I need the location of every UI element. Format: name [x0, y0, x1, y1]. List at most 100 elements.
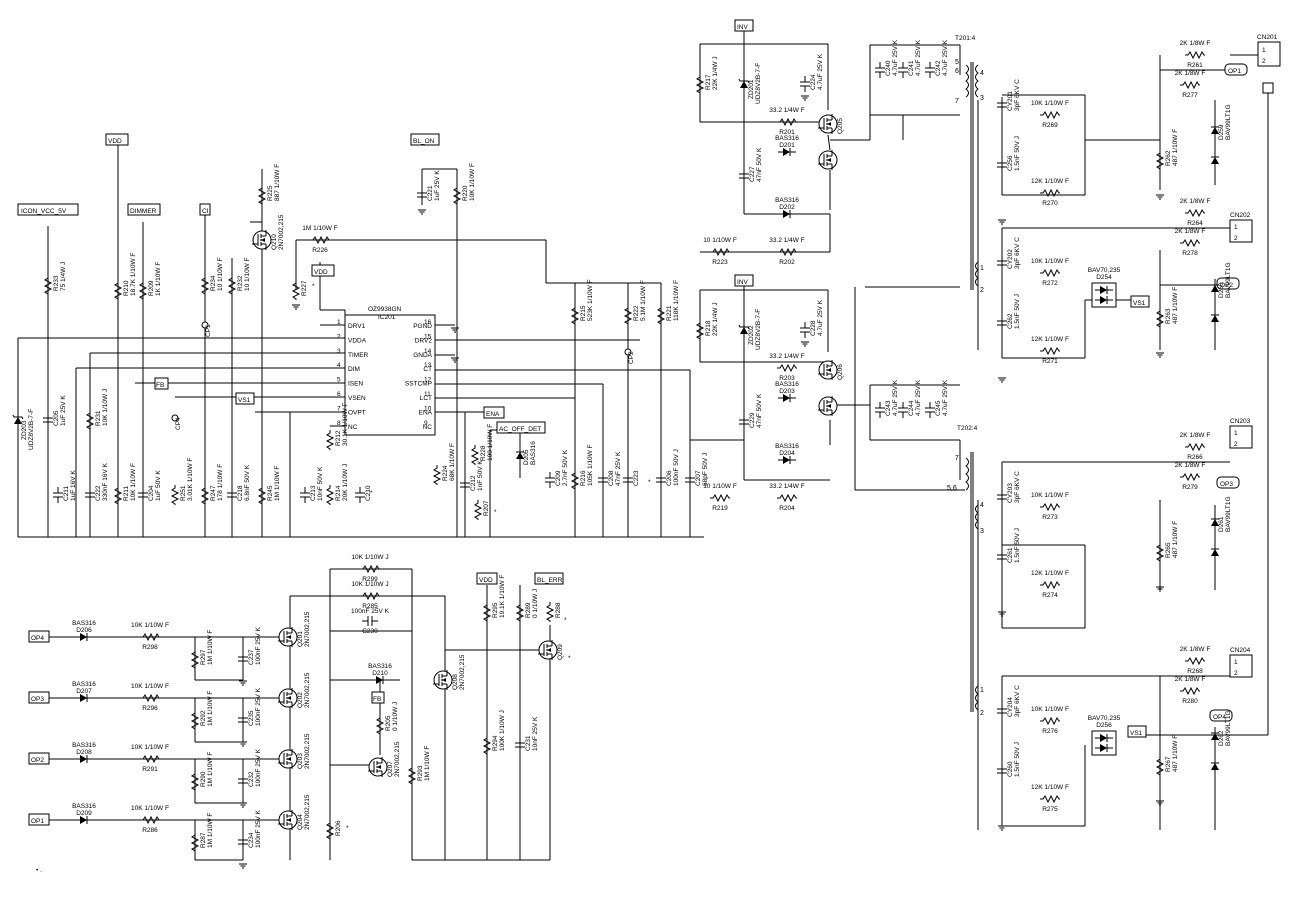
- capacitor-c237-value: 100nF 25V K: [255, 626, 262, 665]
- capacitor-c229-ref: C229: [749, 412, 756, 428]
- resistor-r211-value: 10K 1/10W F: [130, 463, 137, 501]
- zd201-value: UDZ8V2B-7-F: [755, 63, 762, 104]
- ground-gnda: [450, 357, 460, 363]
- resistor-r276: [1039, 717, 1061, 725]
- resistor-r225-ref: R225: [267, 185, 274, 201]
- resistor-r219-ref: R219: [712, 505, 728, 512]
- resistor-r277-value: 2K 1/8W F: [1175, 70, 1206, 77]
- diode-d260-b: [1210, 308, 1220, 328]
- resistor-r218-value: 22K 1/4W J: [712, 302, 719, 336]
- resistor-r271-value: 12K 1/10W F: [1031, 336, 1069, 343]
- resistor-r264-ref: R264: [1187, 220, 1203, 227]
- svg-text:1: 1: [1234, 430, 1238, 437]
- t201-label: T201:4: [955, 35, 976, 42]
- resistor-r276-value: 10K 1/10W F: [1031, 706, 1069, 713]
- star-r288: *: [564, 617, 567, 624]
- resistor-r218-ref: R218: [705, 320, 712, 336]
- capacitor-c241-ref: C241: [908, 60, 915, 76]
- capacitor-c241: [897, 61, 909, 79]
- diode-d260-value: BAV99LT1G: [1225, 262, 1232, 298]
- cn202-label: CN202: [1230, 212, 1251, 219]
- resistor-r266-ref: R266: [1187, 454, 1203, 461]
- resistor-r263-value: 487 1/10W F: [1172, 287, 1179, 324]
- resistor-r210-value: 18.7K 1/10W F: [130, 253, 137, 296]
- mosfet-q209: [537, 639, 558, 661]
- net-bl-on: BL_ON: [413, 138, 435, 145]
- star-r206: *: [346, 825, 349, 832]
- net-vdd-1: VDD: [108, 138, 122, 145]
- mosfet-q204-ref: Q204: [297, 814, 304, 830]
- resistor-r214: [326, 484, 334, 506]
- capacitor-c228: [799, 321, 811, 339]
- ground-c224: [800, 95, 810, 101]
- svg-text:4: 4: [980, 70, 984, 77]
- capacitor-c243: [874, 401, 886, 419]
- star-q209: *: [568, 655, 571, 662]
- svg-text:2: 2: [1262, 58, 1266, 65]
- resistor-r290-value: 1M 1/10W F: [207, 752, 214, 787]
- ic-pin-num-2: 2: [337, 333, 341, 340]
- resistor-r207-ref: R207: [483, 500, 490, 516]
- svg-text:7: 7: [955, 455, 959, 462]
- ic-pin-name-10: ENA: [419, 409, 433, 416]
- d254-value: BAV70,235: [1088, 267, 1121, 274]
- resistor-r272: [1039, 269, 1061, 277]
- ground-prot-0: [238, 680, 248, 686]
- capacitor-c227-value: 47nF 50V K: [756, 147, 763, 182]
- capacitor-c222-ref: C222: [95, 485, 102, 501]
- resistor-r207: [474, 499, 482, 521]
- resistor-r251-value: 3.01K 1/10W F: [187, 458, 194, 501]
- diode-d207-value: BAS316: [72, 681, 96, 688]
- resistor-r291-ref: R291: [142, 766, 158, 773]
- resistor-r290-ref: R290: [200, 771, 207, 787]
- diode-d209-ref: D209: [76, 810, 92, 817]
- resistor-r292-value: 1M 1/10W F: [207, 691, 214, 726]
- mosfet-q203-value: 2N7002,215: [304, 733, 311, 769]
- resistor-r273-value: 10K 1/10W F: [1031, 492, 1069, 499]
- ic-pin-name-14: GNDA: [413, 352, 432, 359]
- capacitor-c235-ref: C235: [248, 710, 255, 726]
- resistor-r274-value: 12K 1/10W F: [1031, 570, 1069, 577]
- mosfet-q207-value: 2N7002,215: [394, 741, 401, 777]
- resistor-r209-ref: R209: [148, 280, 155, 296]
- ground-prot-1: [238, 741, 248, 747]
- resistor-r299-value: 10K 1/10W J: [351, 554, 388, 561]
- ic-pin-num-3: 3: [337, 348, 341, 355]
- capacitor-c221-ref: C221: [427, 185, 434, 201]
- capacitor-cy203-ref: CY203: [1007, 483, 1014, 503]
- resistor-r268-ref: R268: [1187, 668, 1203, 675]
- resistor-r245-ref: R245: [267, 485, 274, 501]
- resistor-r266-value: 2K 1/8W F: [1180, 432, 1211, 439]
- mosfet-q208-ref: Q208: [452, 674, 459, 690]
- net-icon-vcc: ICON_VCC_5V: [21, 208, 67, 215]
- resistor-r298-ref: R298: [142, 644, 158, 651]
- capacitor-c211: [52, 486, 64, 504]
- ic-pin-num-12: 12: [424, 377, 432, 384]
- resistor-r272-ref: R272: [1042, 280, 1058, 287]
- diode-d209-value: BAS316: [72, 803, 96, 810]
- resistor-r202-value: 33.2 1/4W F: [769, 237, 804, 244]
- mosfet-q206-b: [817, 395, 838, 417]
- ic-pin-name-11: LCT: [420, 395, 432, 402]
- net-vdd-3: VDD: [479, 577, 493, 584]
- capacitor-c240: [874, 61, 886, 79]
- resistor-r211-ref: R211: [123, 486, 130, 501]
- d256-ref: D256: [1096, 722, 1112, 729]
- resistor-r288-ref: R288: [555, 602, 562, 618]
- resistor-r233-value: 75 1/4W J: [60, 262, 67, 291]
- resistor-r274-ref: R274: [1042, 592, 1058, 599]
- resistor-r262-ref: R262: [1165, 150, 1172, 166]
- capacitor-c256-value: 1.5nF 50V J: [1014, 136, 1021, 171]
- diode-d201-value: BAS316: [775, 135, 799, 142]
- capacitor-c207-ref: C207: [695, 470, 702, 486]
- diode-d202-ref: D202: [779, 204, 795, 211]
- resistor-r279-value: 2K 1/8W F: [1175, 462, 1206, 469]
- resistor-r294-value: 100K 1/10W J: [499, 710, 506, 751]
- ic-pin-num-10: 10: [424, 405, 432, 412]
- resistor-r264: [1184, 209, 1206, 217]
- ic-pin-num-4: 4: [337, 362, 341, 369]
- ic-oz9938gn: OZ9938GN IC201 DRV11VDDA2TIMER3DIM4ISEN5…: [337, 306, 436, 436]
- resistor-r223-value: 10 1/10W F: [703, 237, 737, 244]
- mosfet-q210-ref: Q210: [271, 234, 278, 250]
- capacitor-c261-value: 1.5nF 50V J: [1014, 528, 1021, 563]
